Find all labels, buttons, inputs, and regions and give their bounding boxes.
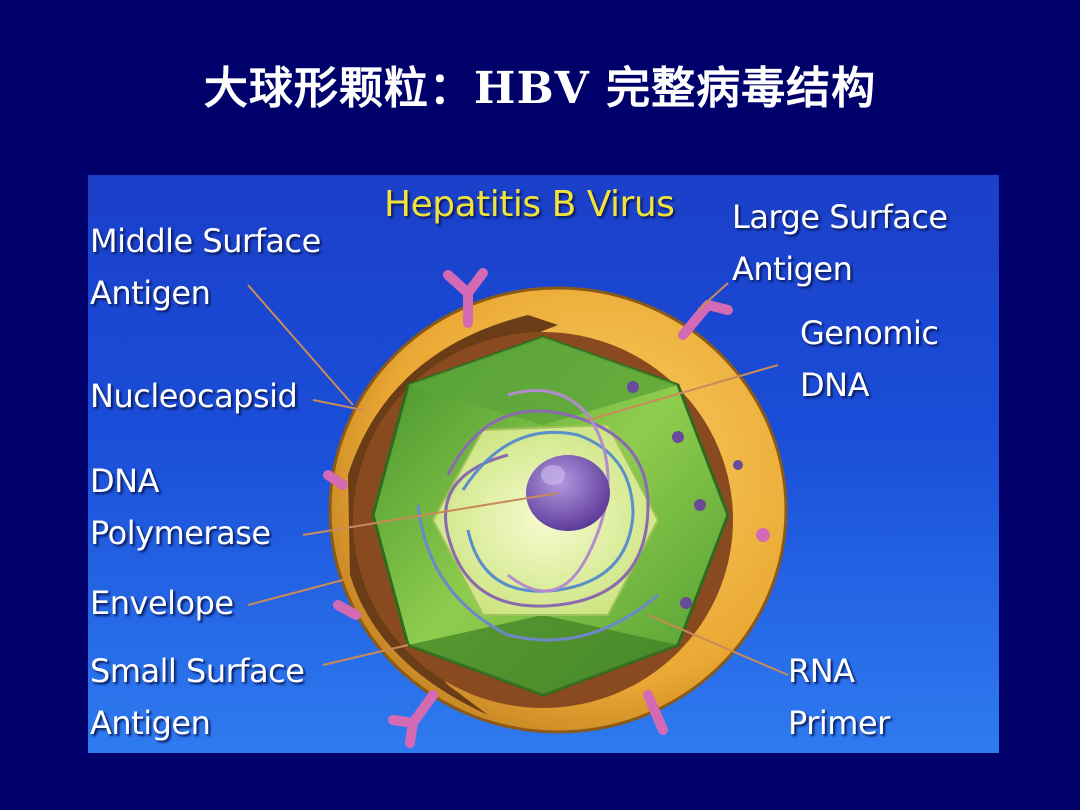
label-large-surface-antigen-line1: Large Surface <box>732 198 948 236</box>
label-rna-primer: RNA Primer <box>788 645 890 749</box>
label-small-surface-antigen-line1: Small Surface <box>90 652 305 690</box>
label-middle-surface-antigen-line1: Middle Surface <box>90 222 321 260</box>
label-nucleocapsid: Nucleocapsid <box>90 377 298 415</box>
dna-polymerase <box>526 455 610 531</box>
label-dna-polymerase-line2: Polymerase <box>90 514 271 552</box>
label-genomic-dna-line1: Genomic <box>800 314 939 352</box>
label-middle-surface-antigen: Middle Surface Antigen <box>90 215 321 319</box>
surface-knobs <box>627 381 770 609</box>
label-small-surface-antigen: Small Surface Antigen <box>90 645 305 749</box>
label-large-surface-antigen-line2: Antigen <box>732 250 853 288</box>
label-dna-polymerase: DNA Polymerase <box>90 455 271 559</box>
virus-illustration <box>247 268 789 748</box>
slide-title: 大球形颗粒：HBV 完整病毒结构 <box>203 63 877 114</box>
label-rna-primer-line2: Primer <box>788 704 890 742</box>
diagram-heading: Hepatitis B Virus <box>384 184 675 225</box>
label-large-surface-antigen: Large Surface Antigen <box>732 191 948 295</box>
label-middle-surface-antigen-line2: Antigen <box>90 274 211 312</box>
genomic-dna-strands <box>416 389 659 642</box>
label-dna-polymerase-line1: DNA <box>90 462 159 500</box>
label-genomic-dna-line2: DNA <box>800 366 869 404</box>
leader-lines <box>247 282 789 676</box>
surface-antigen-spikes <box>323 268 733 748</box>
label-small-surface-antigen-line2: Antigen <box>90 704 211 742</box>
hbv-structure-diagram: Hepatitis B Virus Middle Surface Antigen… <box>88 175 999 753</box>
label-genomic-dna: Genomic DNA <box>800 307 939 411</box>
label-rna-primer-line1: RNA <box>788 652 855 690</box>
label-envelope: Envelope <box>90 584 234 622</box>
